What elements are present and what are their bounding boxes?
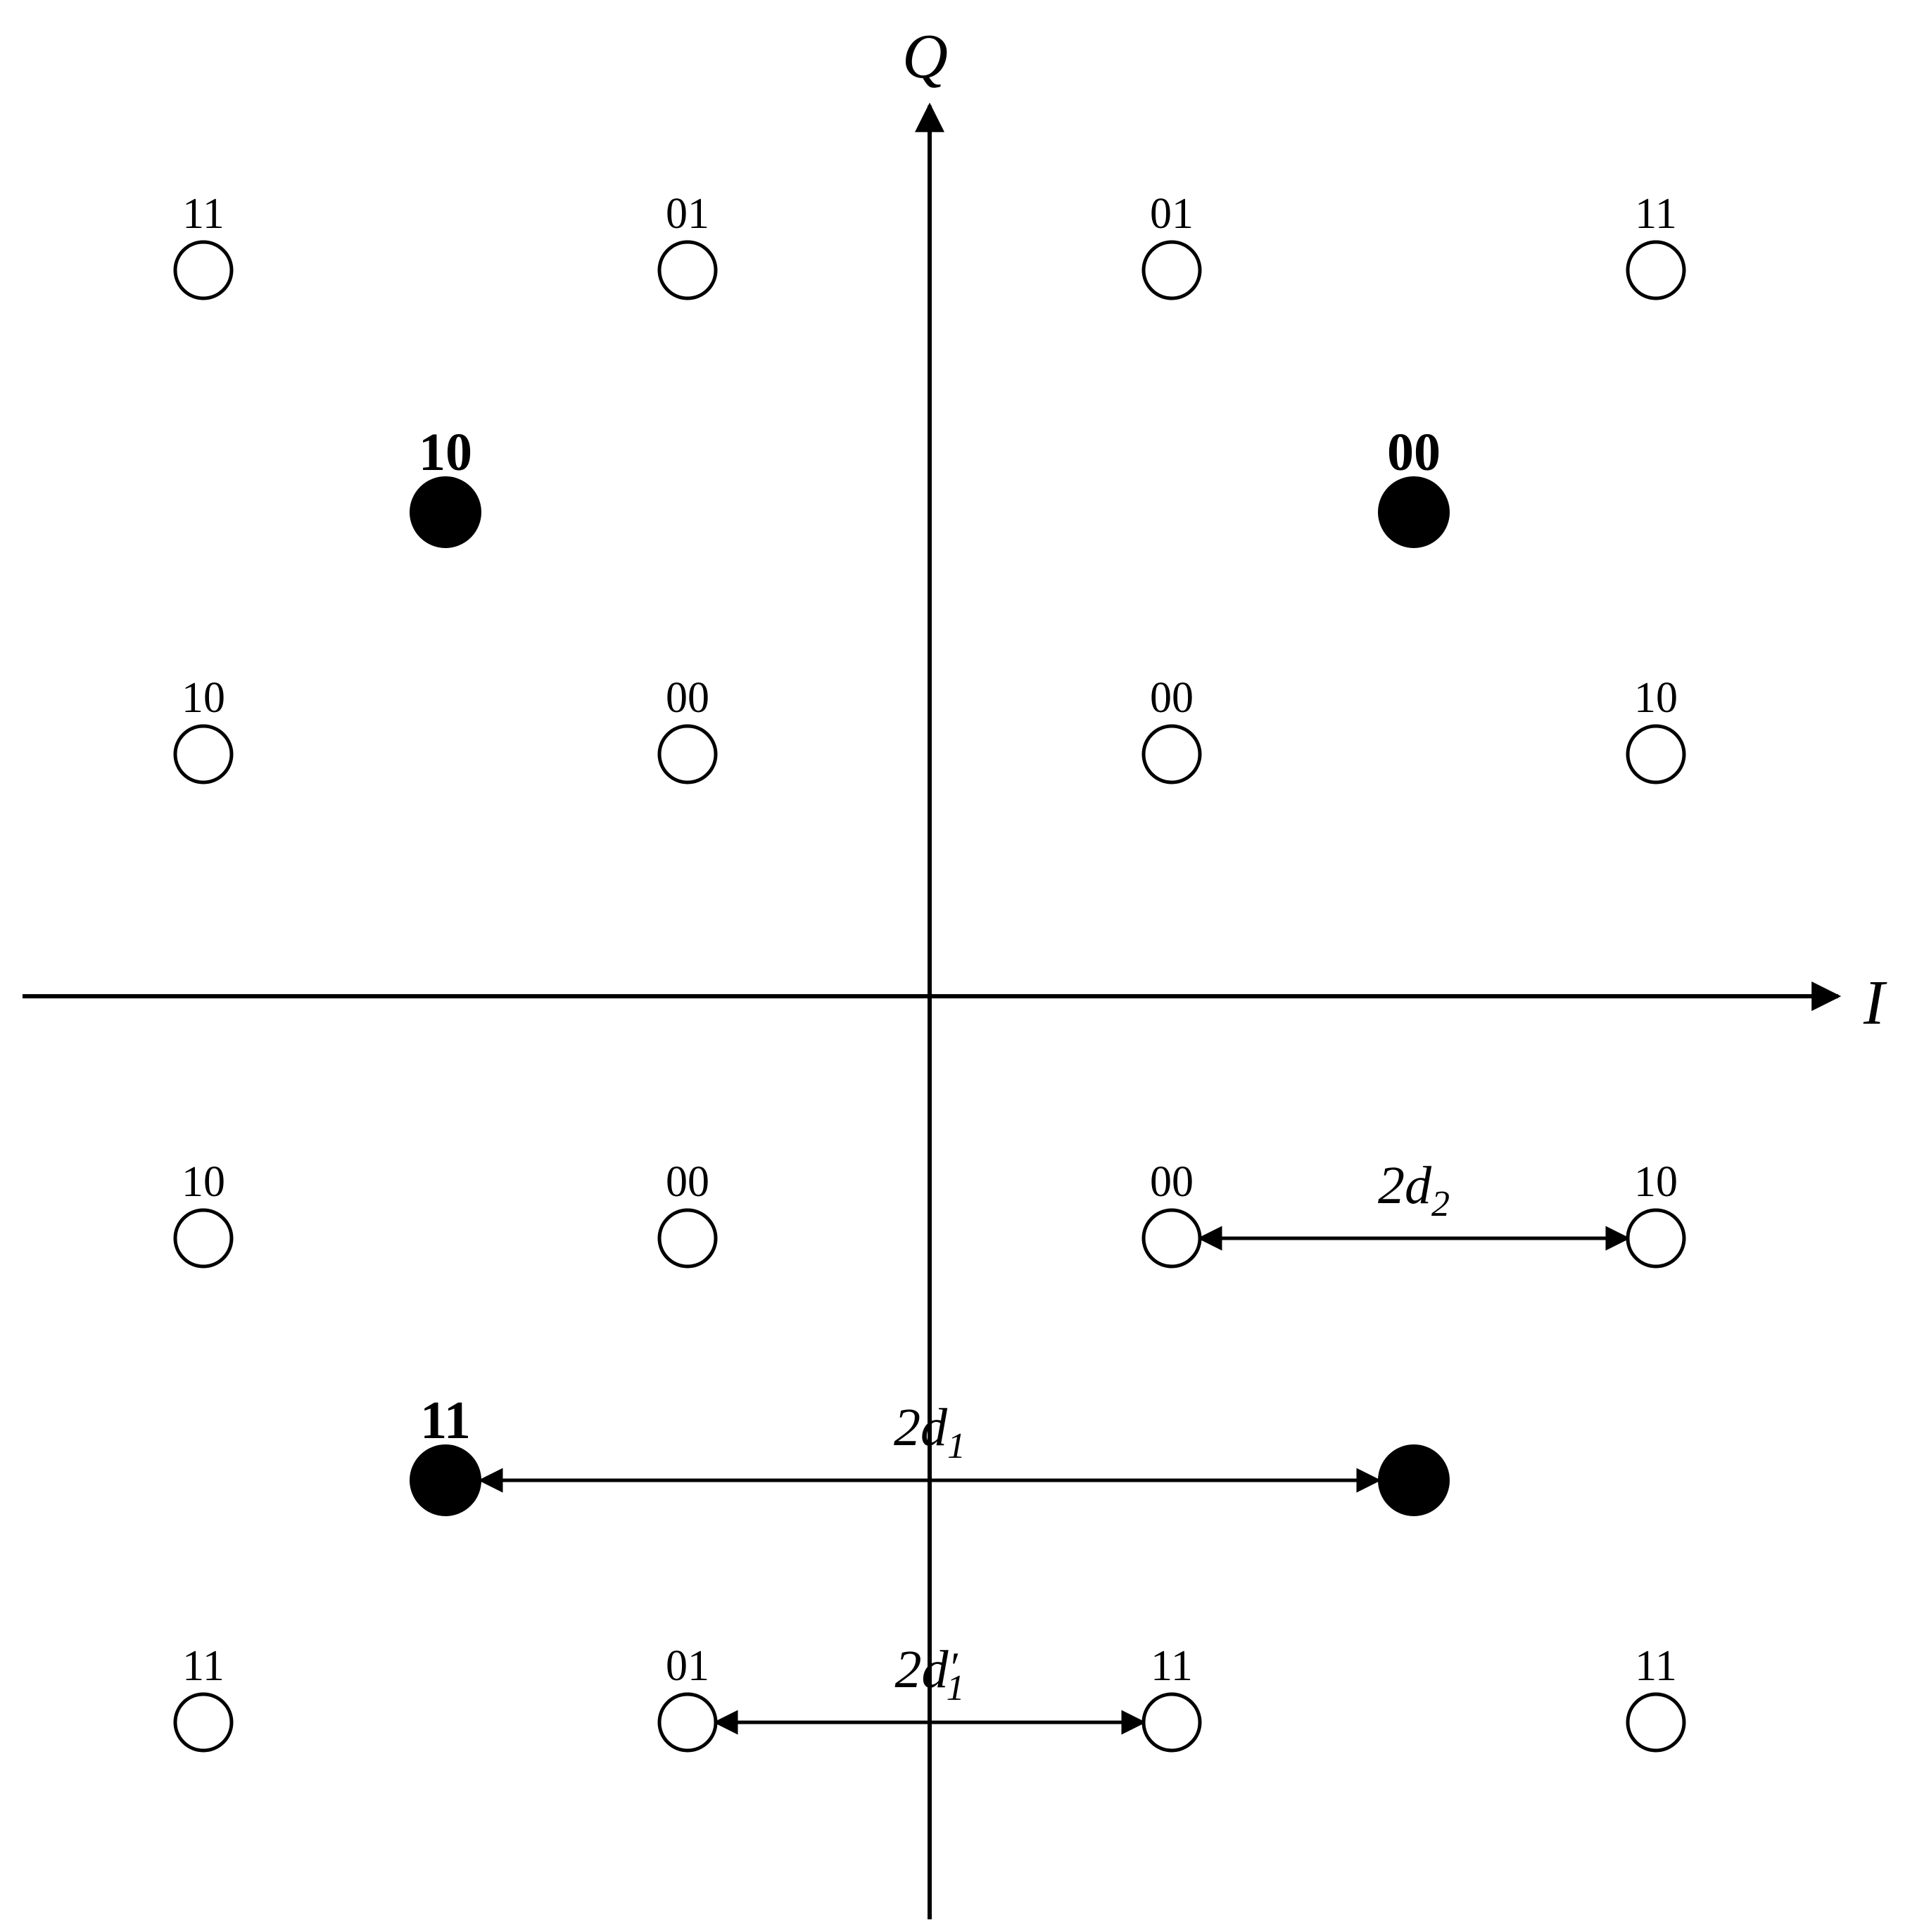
open-point-label: 10: [1634, 1158, 1678, 1206]
i-axis-label: I: [1863, 968, 1887, 1038]
filled-point-label: 11: [420, 1391, 471, 1450]
open-point-label: 11: [182, 1642, 224, 1690]
distance-coefficient: 2: [894, 1640, 921, 1699]
filled-point-label: 00: [1387, 423, 1441, 482]
open-point-label: 11: [1635, 190, 1677, 238]
open-constellation-point: [657, 1692, 718, 1753]
open-constellation-point: [1141, 724, 1202, 784]
open-constellation-point: [1626, 1692, 1686, 1753]
open-point-label: 01: [666, 190, 709, 238]
q-axis-label: Q: [902, 22, 948, 91]
open-constellation-point: [1626, 240, 1686, 300]
open-point-label: 11: [1151, 1642, 1193, 1690]
open-point-label: 00: [1150, 1158, 1194, 1206]
filled-constellation-point: [410, 1444, 481, 1516]
distance-subscript: 1: [947, 1668, 965, 1708]
open-constellation-point: [1141, 1692, 1202, 1753]
open-constellation-point: [173, 240, 234, 300]
filled-constellation-point: [1378, 1444, 1450, 1516]
open-point-label: 10: [1634, 674, 1678, 722]
distance-label: 2d1: [894, 1398, 966, 1466]
filled-constellation-point: [1378, 476, 1450, 548]
open-point-label: 01: [1150, 190, 1194, 238]
distance-label: 2d′1: [894, 1640, 964, 1708]
distance-coefficient: 2: [1378, 1156, 1405, 1215]
filled-constellation-point: [410, 476, 481, 548]
open-point-label: 10: [182, 1158, 225, 1206]
open-constellation-point: [657, 724, 718, 784]
distance-coefficient: 2: [894, 1398, 920, 1457]
open-point-label: 11: [1635, 1642, 1677, 1690]
filled-point-label: 10: [419, 423, 472, 482]
distance-variable: d: [921, 1640, 949, 1699]
open-constellation-point: [657, 1208, 718, 1269]
open-constellation-point: [173, 1208, 234, 1269]
open-point-label: 11: [182, 190, 224, 238]
distance-subscript: 1: [947, 1426, 966, 1466]
open-constellation-point: [1626, 1208, 1686, 1269]
open-point-label: 00: [666, 1158, 709, 1206]
open-constellation-point: [657, 240, 718, 300]
distance-label: 2d2: [1378, 1156, 1450, 1224]
distance-prime: ′: [948, 1644, 958, 1691]
open-point-label: 00: [666, 674, 709, 722]
open-constellation-point: [1141, 1208, 1202, 1269]
distance-subscript: 2: [1431, 1184, 1450, 1224]
open-point-label: 10: [182, 674, 225, 722]
open-constellation-point: [1141, 240, 1202, 300]
open-point-label: 00: [1150, 674, 1194, 722]
open-constellation-point: [173, 1692, 234, 1753]
distance-variable: d: [920, 1398, 948, 1457]
open-constellation-point: [173, 724, 234, 784]
open-point-label: 01: [666, 1642, 709, 1690]
distance-variable: d: [1405, 1156, 1432, 1215]
open-constellation-point: [1626, 724, 1686, 784]
